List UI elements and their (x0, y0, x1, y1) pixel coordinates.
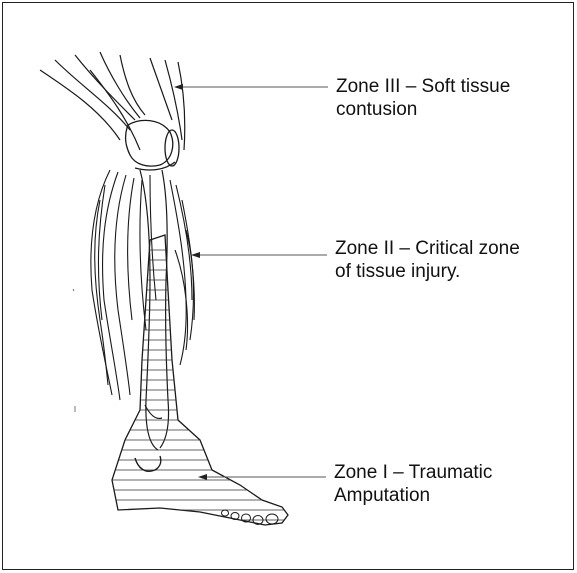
zone-one-hatching (100, 235, 300, 525)
zone-one-label-line1: Zone I – Traumatic (334, 461, 492, 484)
zone-three-label-line2: contusion (336, 98, 510, 121)
zone-three-arrow (174, 84, 328, 90)
zone-one-label: Zone I – Traumatic Amputation (334, 461, 492, 507)
stray-marks (73, 289, 75, 412)
zone-one-arrow (198, 474, 326, 480)
zone-three-label: Zone III – Soft tissue contusion (336, 75, 510, 121)
zone-two-label-line2: of tissue injury. (335, 260, 520, 283)
calf-muscles (91, 170, 194, 400)
zone-one-label-line2: Amputation (334, 484, 492, 507)
thigh-muscles (40, 52, 185, 150)
zone-two-arrow (191, 252, 327, 258)
zone-two-label: Zone II – Critical zone of tissue injury… (335, 237, 520, 283)
zone-two-label-line1: Zone II – Critical zone (335, 237, 520, 260)
zone-three-label-line1: Zone III – Soft tissue (336, 75, 510, 98)
knee-joint (126, 120, 179, 170)
